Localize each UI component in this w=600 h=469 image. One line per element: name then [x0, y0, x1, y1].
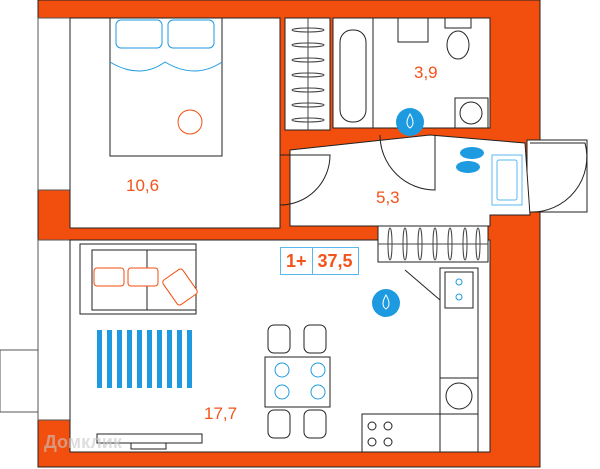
water-drop-icon	[372, 289, 400, 317]
kitchen-counter	[361, 267, 479, 453]
washing-machine	[454, 97, 489, 129]
tv-stand	[96, 433, 203, 450]
rug-stripe	[157, 330, 162, 388]
hall-extension	[526, 139, 588, 213]
window-living	[37, 239, 71, 421]
closet-hangers	[378, 227, 488, 261]
sofa	[79, 243, 198, 315]
sink	[397, 17, 429, 43]
toy-icon	[177, 109, 203, 135]
bathtub	[332, 17, 374, 129]
rooms-count: 1+	[286, 251, 307, 271]
apartment-badge: 1+ 37,5	[280, 247, 359, 275]
rug-stripe	[167, 330, 172, 388]
slippers-icon	[456, 147, 484, 173]
balcony-box	[0, 349, 39, 413]
rug-stripe	[137, 330, 142, 388]
doormat	[491, 154, 523, 206]
rug-stripe	[127, 330, 132, 388]
room-area-hall: 5,3	[376, 188, 400, 207]
window-bedroom	[37, 17, 71, 191]
rug-stripe	[187, 330, 192, 388]
watermark: Домклик	[44, 432, 122, 452]
room-area-living: 17,7	[204, 404, 238, 423]
water-drop-icon	[396, 108, 424, 136]
rug-stripe	[177, 330, 182, 388]
wardrobe-hangers	[291, 18, 325, 130]
total-area: 37,5	[311, 248, 358, 274]
dining-table	[264, 324, 331, 439]
doors	[279, 134, 588, 301]
rug-stripe	[147, 330, 152, 388]
rug-stripe	[97, 330, 102, 388]
room-area-bedroom: 10,6	[126, 176, 160, 195]
bed	[109, 17, 223, 157]
rug-stripe	[107, 330, 112, 388]
room-area-bathroom: 3,9	[414, 63, 438, 82]
toilet	[444, 17, 472, 60]
rug	[97, 330, 192, 388]
rug-stripe	[117, 330, 122, 388]
